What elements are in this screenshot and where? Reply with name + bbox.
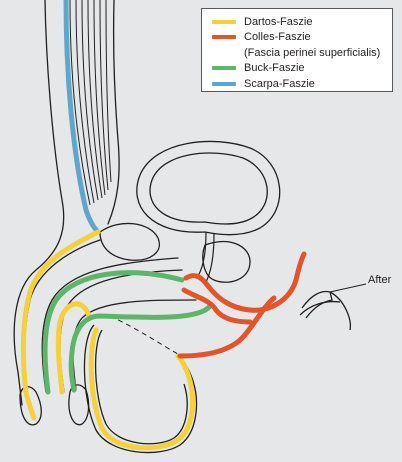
prostate <box>202 241 251 283</box>
buck-fascia-ventral <box>68 303 213 393</box>
legend-label-colles: Colles-Faszie <box>244 31 311 44</box>
colles-fascia-upper <box>183 251 307 313</box>
dartos-fascia-shaft <box>20 229 101 421</box>
buck-fascia-dorsal <box>42 270 185 395</box>
dashed-boundary-line <box>109 315 179 355</box>
legend-label-colles-subtitle: (Fascia perinei superficialis) <box>244 46 381 59</box>
legend-label-scarpa: Scarpa-Faszie <box>244 77 315 90</box>
dartos-fascia-right <box>55 301 93 395</box>
dartos-fascia-scrotum <box>88 327 196 451</box>
bladder-outer <box>136 140 281 236</box>
label-after: After <box>368 274 392 286</box>
legend-label-buck: Buck-Faszie <box>244 62 305 75</box>
legend-swatch-scarpa <box>212 81 236 86</box>
penis-shaft-line-1 <box>41 257 179 393</box>
legend-item-colles-subtitle: (Fascia perinei superficialis) <box>212 45 392 61</box>
legend-label-dartos: Dartos-Faszie <box>244 15 313 28</box>
abdominal-wall-inner-line <box>107 0 120 225</box>
legend-swatch-dartos <box>212 19 236 24</box>
anal-canal <box>301 290 333 319</box>
rectum-wall <box>299 300 341 316</box>
colles-fascia-loop <box>181 287 253 325</box>
urethra-lower <box>205 233 215 283</box>
colles-fascia-lower <box>177 295 277 359</box>
legend-item-scarpa: Scarpa-Faszie <box>212 76 392 92</box>
legend-box: Dartos-Faszie Colles-Faszie (Fascia peri… <box>201 8 393 92</box>
scrotum-inner <box>94 329 188 445</box>
urethra-upper <box>197 231 207 277</box>
scarpa-fascia-line <box>63 0 101 235</box>
legend-swatch-buck <box>212 66 236 71</box>
abdominal-wall-outer-line <box>13 0 65 406</box>
buttock-line <box>329 291 351 331</box>
bladder-inner <box>149 152 268 225</box>
legend-item-buck: Buck-Faszie <box>212 61 392 77</box>
muscle-layers <box>69 0 112 206</box>
pubic-bone <box>99 222 160 261</box>
after-leader-line <box>329 283 367 293</box>
legend-item-colles: Colles-Faszie <box>212 30 392 46</box>
legend-swatch-colles <box>212 35 236 40</box>
legend-item-dartos: Dartos-Faszie <box>212 14 392 30</box>
